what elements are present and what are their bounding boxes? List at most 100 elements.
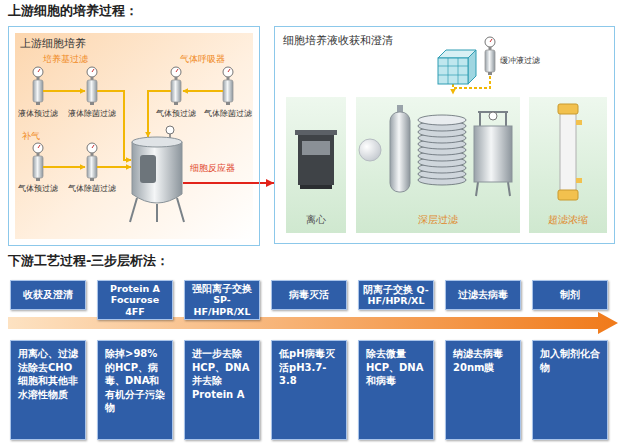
ultrafilter	[558, 104, 582, 200]
part-label: 气体预过滤	[156, 109, 196, 118]
part-label: 缓冲液过滤	[500, 56, 540, 65]
buffer-tank	[468, 50, 476, 84]
node-text: 加入制剂化合物	[540, 347, 600, 374]
part-label: 气体除菌过滤	[204, 109, 252, 118]
flow-line	[452, 84, 454, 94]
description-box: 用离心、过滤法除去CHO细胞和其他非水溶性物质	[10, 340, 86, 440]
stage-box: 深层过滤	[355, 96, 521, 234]
flow-line	[97, 91, 131, 160]
panel-ground	[15, 33, 253, 239]
part-label: 气体呼吸器	[180, 54, 225, 64]
centrifuge	[300, 185, 332, 189]
description-box: 进一步去除HCP、DNA并去除Protein A	[184, 340, 260, 440]
node-text: 除掉>98%的HCP、病毒、DNA和有机分子污染物	[105, 347, 165, 415]
stage-box: 离心	[285, 96, 347, 234]
depth-filter	[418, 115, 466, 185]
part-label: 细胞反应器	[190, 163, 235, 173]
ultrafilter	[558, 190, 578, 200]
bioreactor	[130, 126, 259, 222]
node-text: 阴离子交换 Q-HF/HPR/XL	[362, 284, 430, 307]
ultrafilter	[576, 178, 582, 183]
buffer-tank	[438, 58, 468, 84]
flow-line	[43, 166, 85, 168]
depth-filter	[390, 112, 410, 192]
filter-icon	[223, 67, 233, 105]
flow-line	[43, 76, 490, 167]
node-text: 细胞培养液收获和澄清	[275, 27, 614, 48]
bioreactor	[156, 204, 158, 222]
node-text: 收获及澄清	[23, 289, 73, 300]
ultrafilter	[576, 120, 582, 125]
centrifuge	[302, 141, 330, 155]
node-text: 强阳离子交换 SP-HF/HPR/XL	[188, 283, 256, 317]
node-text: 进一步去除HCP、DNA并去除Protein A	[192, 347, 252, 401]
centrifuge	[295, 130, 337, 189]
description-box: 加入制剂化合物	[532, 340, 608, 440]
step-box: 病毒灭活	[271, 280, 347, 310]
bioreactor	[166, 126, 174, 134]
filter-icon	[87, 143, 97, 181]
depth-filter	[418, 115, 466, 125]
step-box: 阴离子交换 Q-HF/HPR/XL	[358, 280, 434, 310]
section-heading: 下游工艺过程-三步层析法：	[8, 254, 169, 269]
filter-icon	[87, 67, 97, 105]
node-text: 低pH病毒灭活pH3.7-3.8	[279, 347, 339, 388]
centrifuge	[298, 135, 334, 185]
flow-line	[183, 90, 223, 92]
centrifuge	[295, 130, 337, 135]
node-text: Protein A Focurose 4FF	[101, 283, 169, 317]
stage-box: 超滤浓缩	[528, 96, 608, 234]
buffer-tank	[438, 58, 468, 84]
stage-ground	[528, 96, 608, 234]
node-text: 除去微量HCP、DNA和病毒	[366, 347, 426, 388]
depth-filter	[359, 139, 381, 161]
node-text: 纳滤去病毒20nm膜	[453, 347, 513, 374]
bioreactor	[177, 198, 184, 222]
node-text: 制剂	[560, 289, 580, 300]
section-heading: 上游细胞的培养过程：	[8, 4, 138, 19]
depth-filter	[474, 126, 512, 182]
step-box: 强阳离子交换 SP-HF/HPR/XL	[184, 280, 260, 320]
step-box: Protein A Focurose 4FF	[97, 280, 173, 320]
part-label: 培养基过滤	[43, 54, 88, 64]
flow-arrow	[260, 182, 274, 184]
filter-icon	[171, 67, 181, 105]
description-box: 除去微量HCP、DNA和病毒	[358, 340, 434, 440]
filter-icon	[33, 37, 495, 181]
part-label: 补气	[22, 131, 40, 141]
part-label: 液体除菌过滤	[68, 109, 116, 118]
node-text: 病毒灭活	[289, 289, 329, 300]
buffer-tank	[438, 50, 476, 84]
panel-ground	[15, 33, 608, 239]
step-box: 制剂	[532, 280, 608, 310]
bioreactor	[140, 155, 156, 183]
flow-line	[97, 166, 131, 168]
description-box: 除掉>98%的HCP、病毒、DNA和有机分子污染物	[97, 340, 173, 440]
filter-icon	[33, 67, 43, 105]
step-box: 收获及澄清	[10, 280, 86, 310]
step-box: 过滤去病毒	[445, 280, 521, 310]
description-box: 低pH病毒灭活pH3.7-3.8	[271, 340, 347, 440]
node-text: 上游细胞培养	[9, 27, 259, 51]
description-box: 纳滤去病毒20nm膜	[445, 340, 521, 440]
filter-icon	[485, 37, 495, 75]
filter-icon	[33, 143, 43, 181]
depth-filter	[489, 112, 497, 120]
stage-ground	[285, 96, 347, 234]
ultrafilter	[558, 104, 578, 114]
bioreactor	[132, 142, 182, 203]
node-text: 过滤去病毒	[458, 289, 508, 300]
node-text: 用离心、过滤法除去CHO细胞和其他非水溶性物质	[18, 347, 78, 401]
process-panel: 细胞培养液收获和澄清离心深层过滤 超滤浓缩	[274, 26, 615, 244]
bioreactor	[130, 198, 137, 222]
node-text: 深层过滤	[418, 213, 458, 227]
bioreactor	[132, 137, 182, 147]
part-label: 液体预过滤	[18, 109, 58, 118]
stage-ground	[355, 96, 521, 234]
depth-filter	[359, 105, 512, 196]
part-label: 气体除菌过滤	[68, 184, 116, 193]
ultrafilter	[560, 110, 576, 194]
transfer-line	[183, 182, 259, 184]
